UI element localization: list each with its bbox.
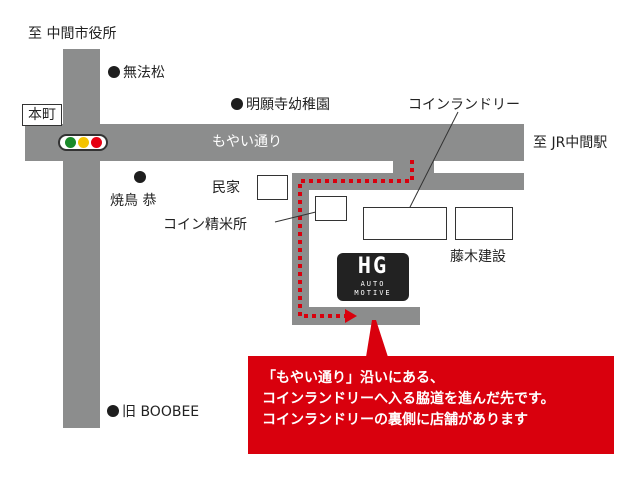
alley-top	[292, 173, 402, 190]
intersection-label: 本町	[22, 104, 62, 126]
side-road-connector	[393, 160, 434, 174]
directions-callout: 「もやい通り」沿いにある、 コインランドリーへ入る脇道を進んだ先です。 コインラ…	[248, 356, 614, 454]
moyai-road-label: もやい通り	[212, 134, 282, 150]
house-label: 民家	[212, 180, 240, 196]
logo-motive-text: MOTIVE	[354, 289, 392, 297]
landmark-yakitori: 焼鳥 恭	[110, 193, 157, 209]
logo-hg-text: HG	[357, 254, 389, 279]
route-arrow-icon	[345, 309, 357, 323]
traffic-light-yellow	[77, 137, 89, 148]
traffic-light-red	[90, 137, 102, 148]
laundry-leader-line	[404, 111, 459, 218]
traffic-light-green	[64, 137, 76, 148]
vertical-main-road	[63, 49, 100, 428]
construction-building	[455, 207, 513, 240]
yakitori-dot-icon	[134, 171, 146, 183]
landmark-kindergarten: 明願寺幼稚園	[231, 98, 330, 112]
landmark-old-boobee: 旧 BOOBEE	[107, 405, 199, 419]
hg-automotive-logo: HG AUTO MOTIVE	[337, 253, 409, 301]
construction-label: 藤木建設	[450, 249, 506, 265]
rice-mill-building	[315, 196, 347, 221]
callout-line-1: 「もやい通り」沿いにある、	[262, 370, 444, 386]
landmark-dot-icon	[107, 405, 119, 417]
side-road-east	[393, 173, 524, 190]
callout-line-2: コインランドリーへ入る脇道を進んだ先です。	[262, 391, 555, 407]
laundry-building	[363, 207, 447, 240]
callout-line-3: コインランドリーの裏側に店舗があります	[262, 412, 528, 428]
callout-pointer-icon	[366, 320, 388, 357]
landmark-dot-icon	[231, 98, 243, 110]
logo-auto-text: AUTO	[360, 280, 386, 288]
landmark-dot-icon	[108, 66, 120, 78]
direction-east-label: 至 JR中間駅	[533, 135, 608, 151]
traffic-light-icon	[58, 134, 108, 151]
house-building	[257, 175, 288, 200]
landmark-mushomatsu: 無法松	[108, 66, 165, 80]
direction-north-label: 至 中間市役所	[28, 26, 117, 42]
moyai-road	[25, 124, 524, 161]
laundry-label: コインランドリー	[408, 97, 520, 113]
rice-mill-label: コイン精米所	[163, 217, 247, 233]
